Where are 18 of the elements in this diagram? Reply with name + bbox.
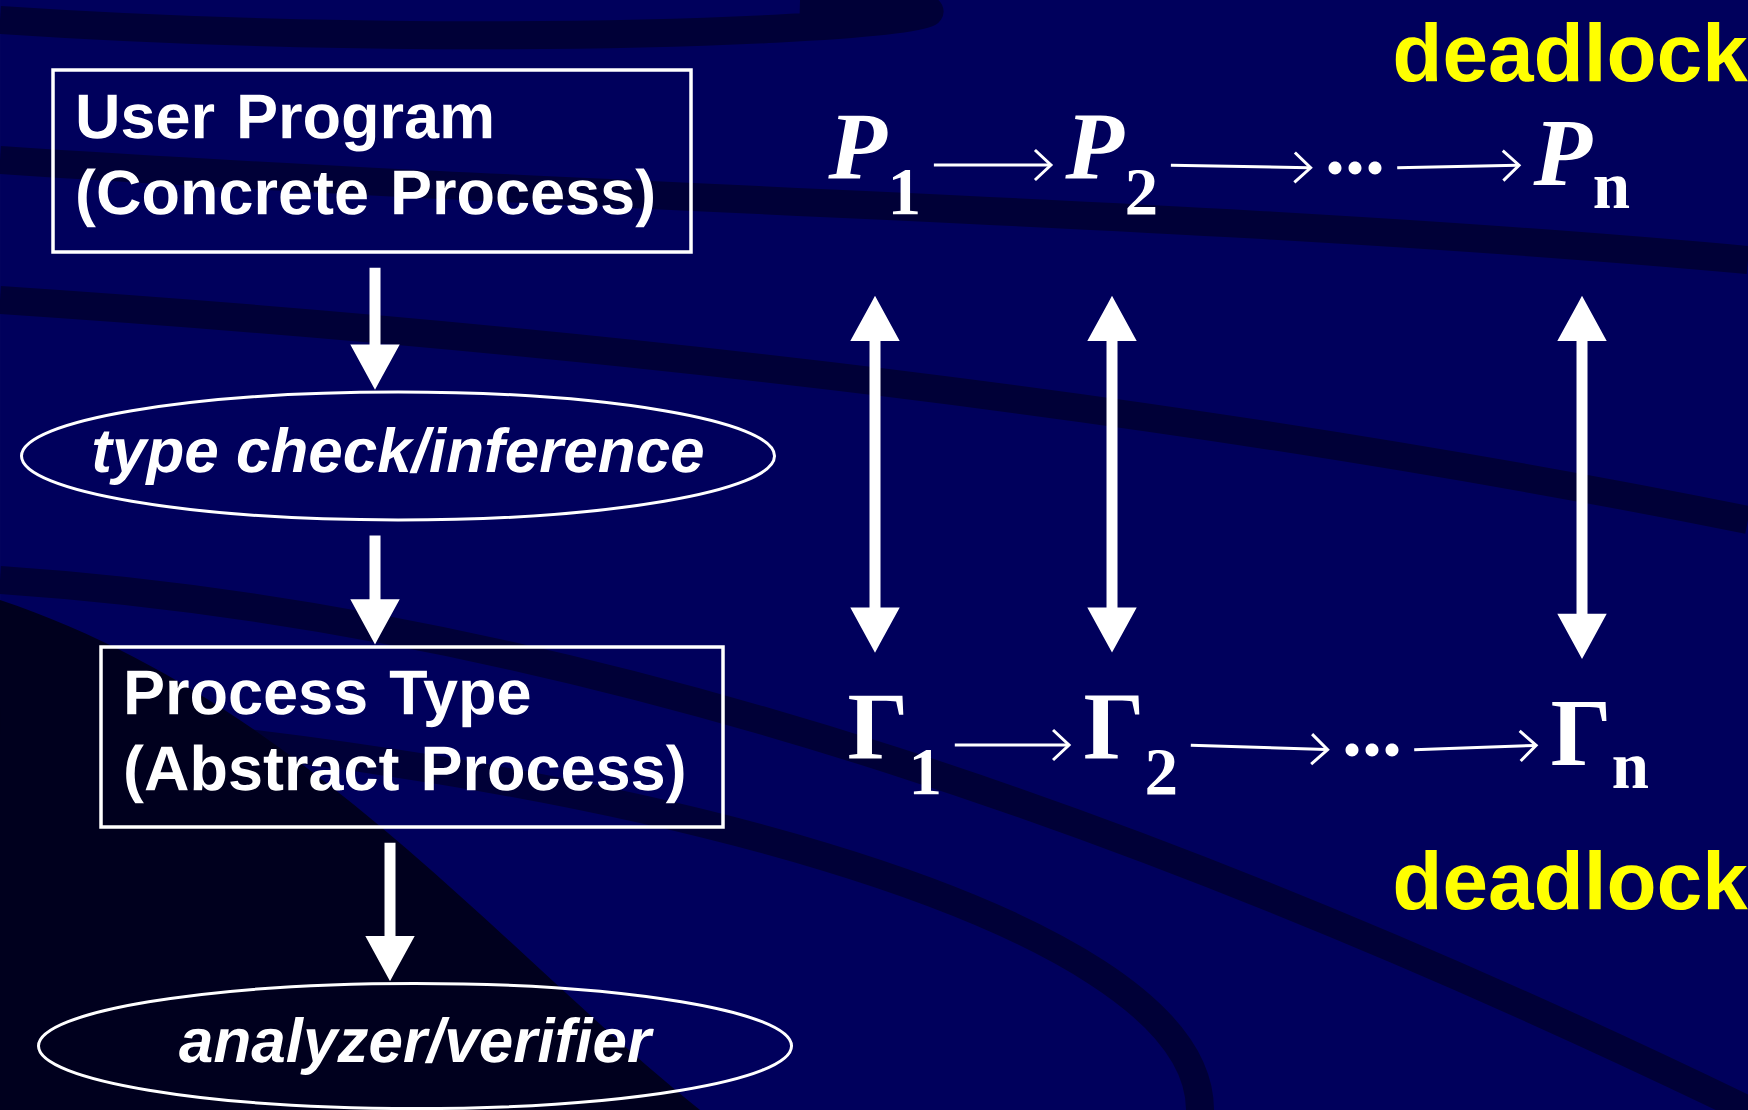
state-symbol: Γ$_{2}$ [1085,695,1176,795]
arrow [933,148,1054,182]
state-symbol: P$_{2}$ [1065,115,1156,215]
status-label: deadlock [1395,21,1748,83]
process-box: User Program (Concrete Process) [51,68,693,254]
ellipsis: ... [1345,743,1399,757]
arrow [1414,729,1539,763]
state-symbol: P$_{1}$ [828,115,918,215]
arrow [1397,149,1522,182]
arrow [1170,151,1313,184]
arrow [954,728,1072,762]
ellipsis: ... [1328,161,1382,175]
state-symbol: Γ$_{1}$ [849,695,939,795]
status-label: deadlock [1395,849,1748,911]
arrow [1190,733,1330,766]
state-symbol: P$_{n}$ [1533,122,1630,208]
state-symbol: Γ$_{n}$ [1552,702,1648,788]
process-box: Process Type (Abstract Process) [99,645,725,829]
